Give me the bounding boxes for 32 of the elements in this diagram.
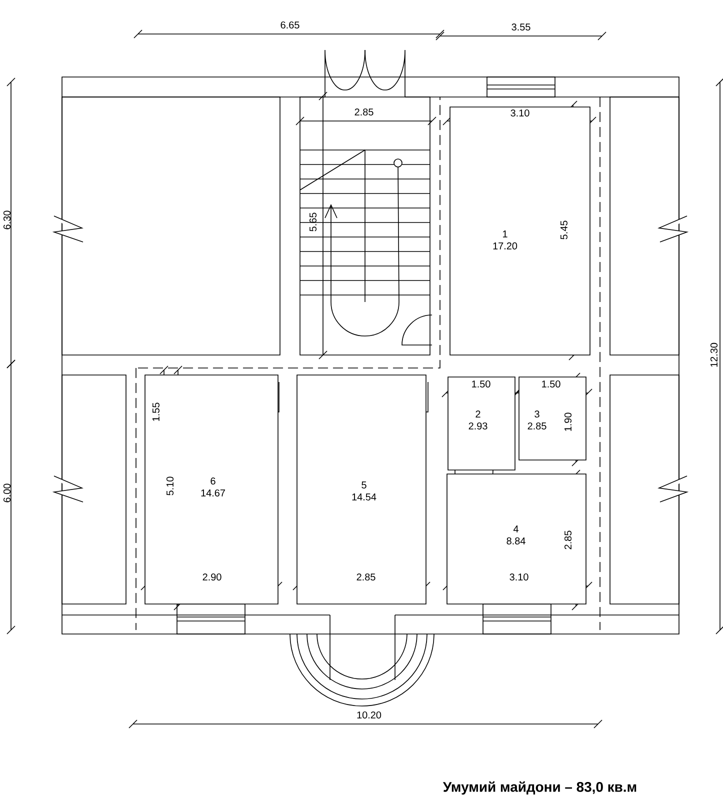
room-label: 5 14.54 [352, 482, 376, 500]
room-outline [446, 474, 586, 604]
room-label: 4 8.84 [506, 526, 526, 544]
dimension-label: 2.90 [202, 573, 222, 581]
room-label: 6 14.67 [201, 478, 225, 496]
room-outline [450, 106, 590, 356]
dimension-label: 3.10 [510, 573, 528, 581]
dimension-label: 10.20 [357, 711, 382, 719]
room-label: 3 2.85 [528, 410, 546, 430]
dimension-label: 6.65 [280, 21, 300, 29]
dimension-label: 1.90 [564, 412, 572, 431]
dimension-label: 3.10 [510, 109, 530, 117]
dimension-label: 5.65 [309, 212, 317, 232]
dimension-label: 1.50 [472, 380, 490, 388]
dimension-label: 1.55 [152, 402, 160, 421]
area-note: Умумий майдони – 83,0 кв.м [442, 781, 636, 795]
room-outline [144, 374, 278, 604]
dimension-label: 6.30 [3, 210, 11, 230]
room-outline [296, 374, 426, 604]
dimension-label: 2.85 [356, 573, 376, 581]
dimension-label: 2.85 [564, 530, 572, 550]
room-outline [448, 376, 516, 470]
room-outline [518, 376, 586, 460]
room-label: 2 2.93 [468, 410, 488, 430]
dimension-label: 1.50 [542, 380, 560, 388]
room-label: 1 17.20 [493, 230, 518, 250]
dimension-label: 12.30 [710, 342, 718, 367]
dimension-label: 3.55 [512, 23, 530, 31]
dimension-label: 5.10 [166, 476, 174, 496]
dimension-label: 5.45 [560, 220, 568, 240]
dimension-label: 2.85 [354, 108, 374, 116]
dimension-label: 6.00 [3, 484, 11, 502]
